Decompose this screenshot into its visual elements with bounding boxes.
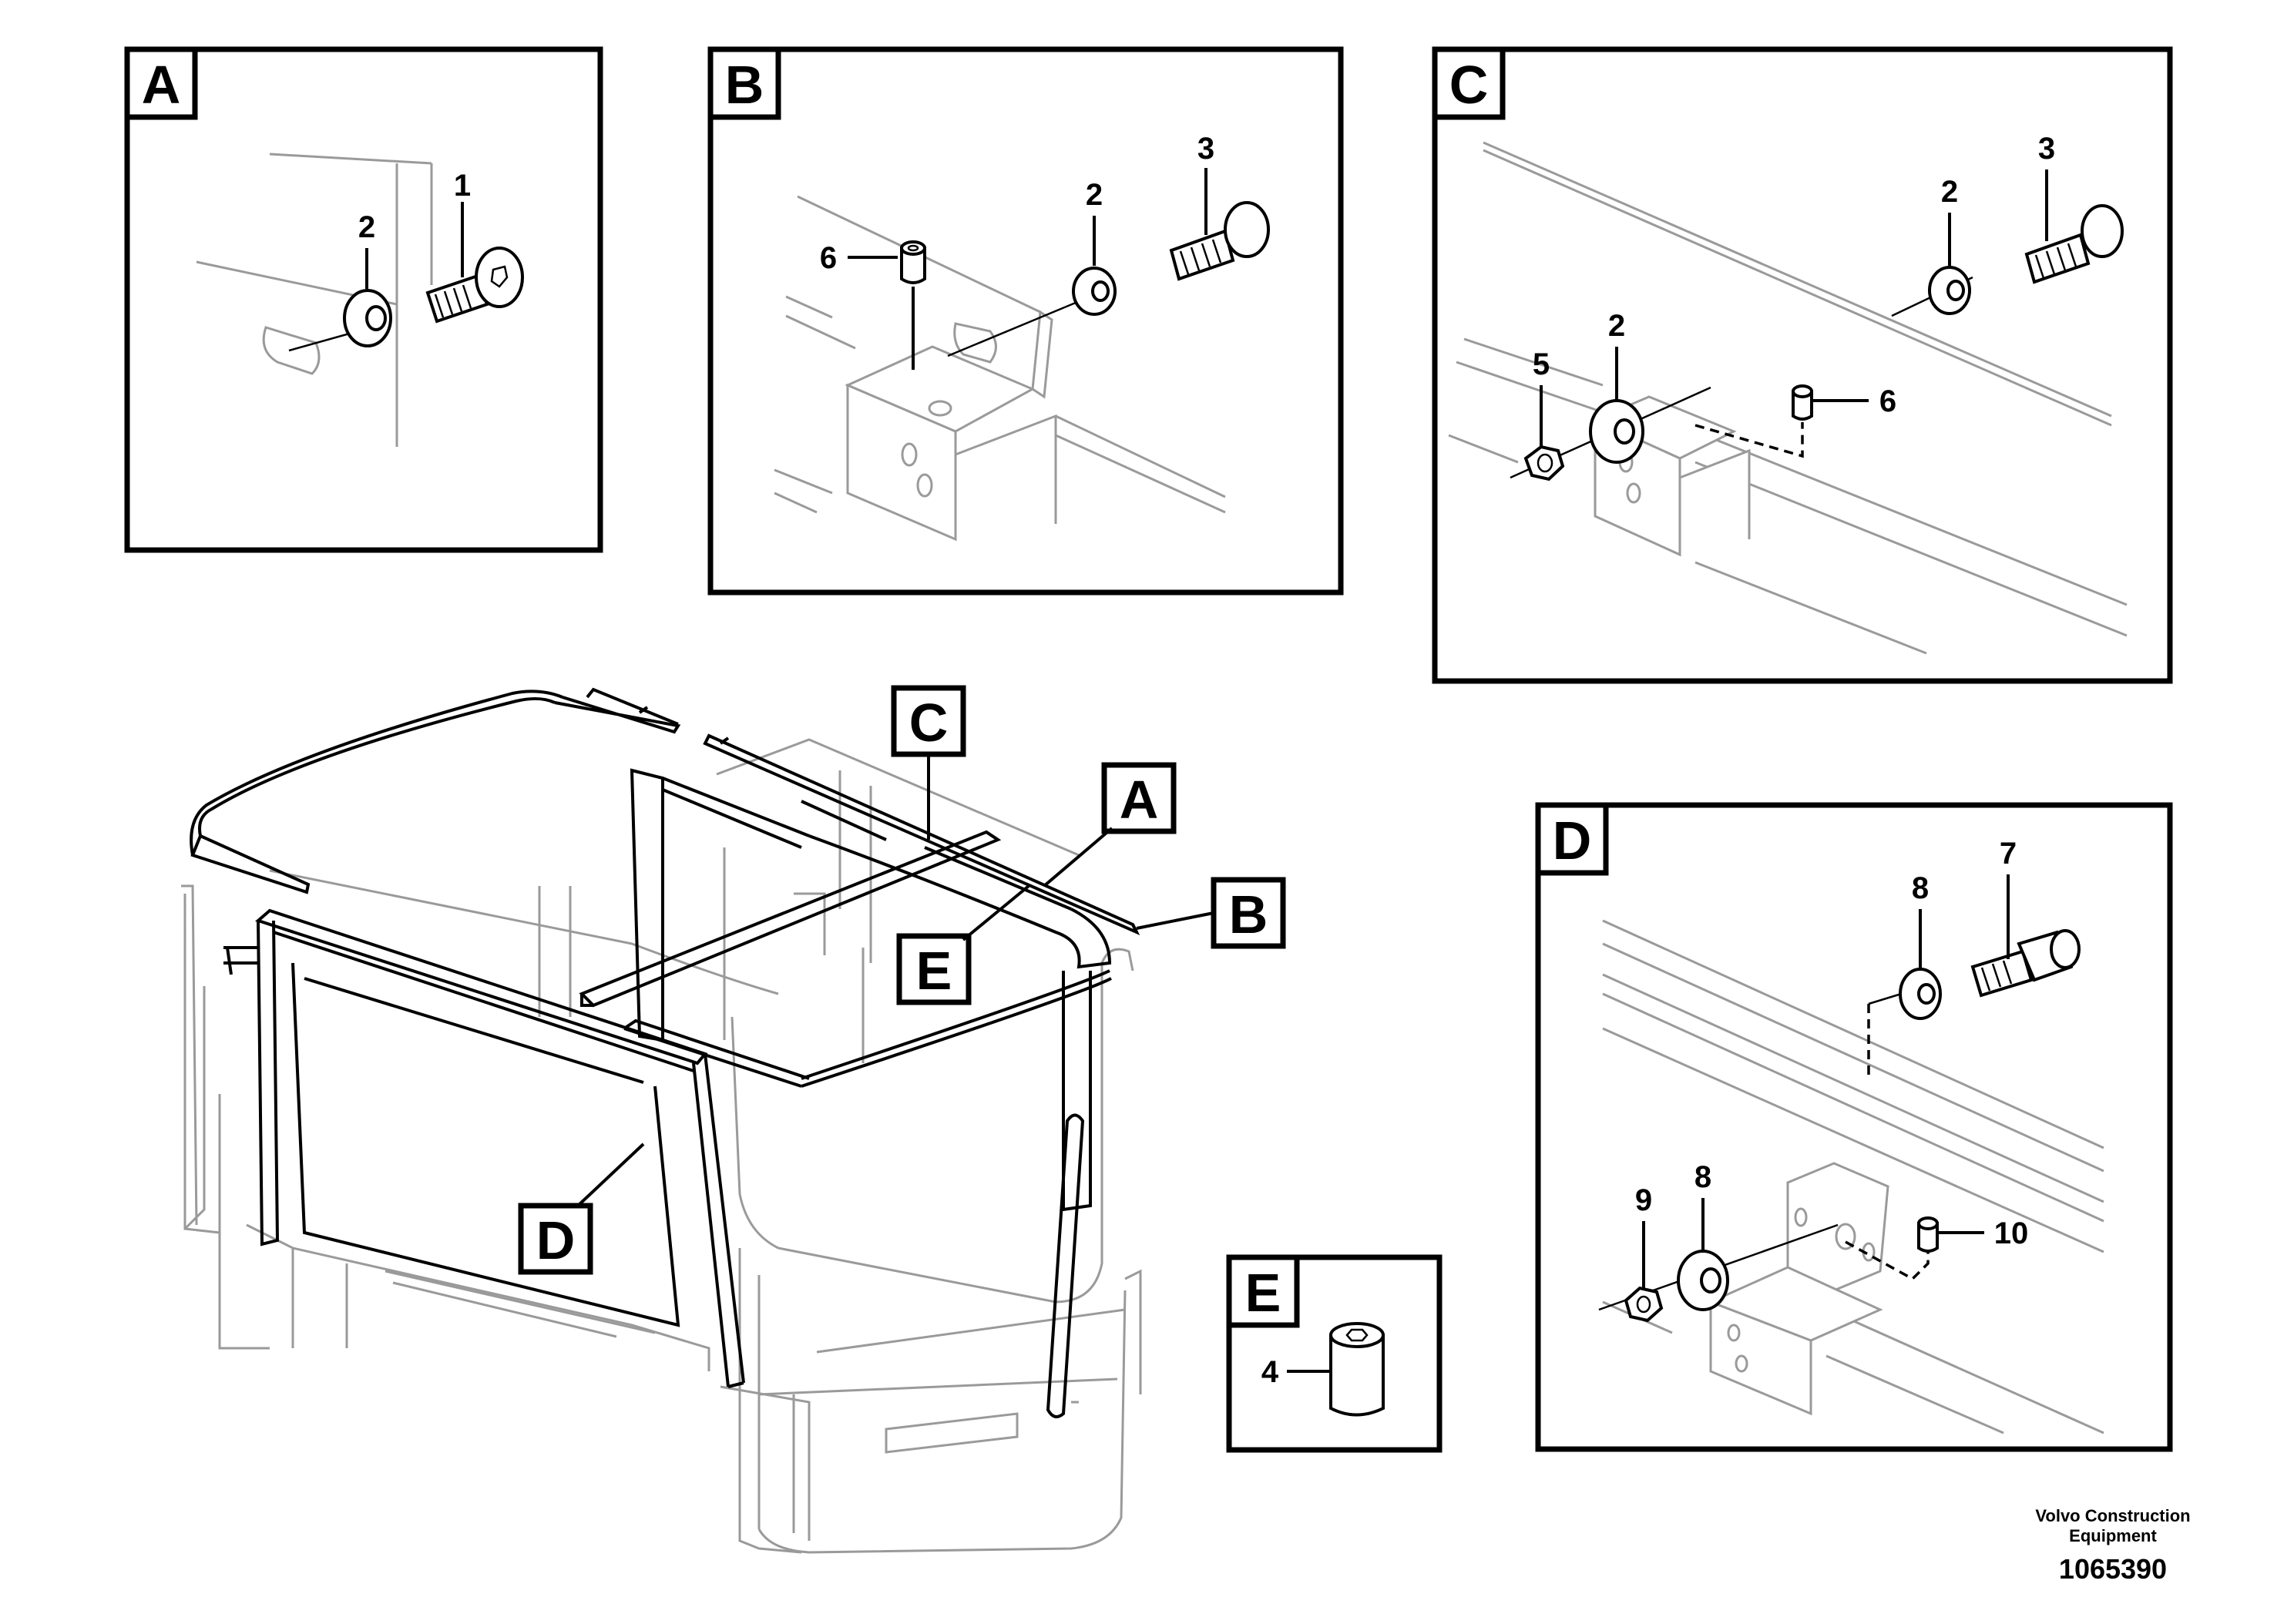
drawing-number: 1065390 <box>2058 1553 2168 1585</box>
detail-e-tag-box <box>1226 1254 1300 1328</box>
detail-view-a: A 2 1 <box>124 46 603 553</box>
washer-icon <box>343 289 392 347</box>
callout-label: 8 <box>1912 871 1929 905</box>
main-tag-e: E <box>916 941 952 1001</box>
detail-c-frame <box>1432 46 2173 684</box>
callout-tag-d: D <box>518 1143 645 1275</box>
callout-label: 7 <box>2000 837 2017 871</box>
company-name-line2: Equipment <box>2069 1526 2157 1545</box>
callout-tag-a: A <box>1043 762 1177 887</box>
detail-c-dashed-path <box>1694 422 1804 458</box>
callout-label: 3 <box>2038 132 2055 166</box>
detail-b-frame <box>707 46 1344 596</box>
cab-assembly-view: C A B E D <box>181 685 1286 1554</box>
cab-seal-strips <box>190 687 1140 1418</box>
washer-icon <box>1899 968 1942 1020</box>
hex-nut-icon <box>1624 1286 1664 1323</box>
washer-icon <box>1589 399 1644 464</box>
detail-view-d: D <box>1535 802 2173 1452</box>
detail-d-frame <box>1535 802 2173 1452</box>
insert-nut-icon <box>1917 1216 1939 1253</box>
callout-label: 2 <box>358 210 375 244</box>
detail-d-tag-box <box>1535 802 1609 876</box>
detail-d-tag: D <box>1553 810 1592 871</box>
insert-nut-icon <box>900 240 926 284</box>
hex-socket-screw-icon <box>2024 204 2124 284</box>
callout-label: 2 <box>1941 175 1958 209</box>
callout-label: 4 <box>1261 1355 1279 1389</box>
detail-c-tag-box <box>1432 46 1506 120</box>
detail-b-axis <box>947 295 1091 357</box>
washer-icon <box>1072 267 1117 316</box>
callout-tag-b: B <box>1136 877 1286 949</box>
callout-label: 9 <box>1635 1183 1652 1217</box>
detail-e-tag: E <box>1245 1263 1281 1323</box>
callout-tag-c: C <box>891 685 966 840</box>
main-tag-a: A <box>1120 770 1159 830</box>
callout-label: 10 <box>1994 1216 2029 1250</box>
insert-nut-icon <box>1329 1322 1385 1417</box>
detail-b-tag: B <box>725 55 764 115</box>
hex-socket-screw-icon <box>1169 201 1270 281</box>
main-tag-c: C <box>909 693 949 753</box>
callout-label: 6 <box>1879 384 1896 418</box>
detail-b-bracket <box>774 195 1226 542</box>
detail-d-dashed-path <box>1845 1240 1930 1281</box>
callout-label: 2 <box>1608 309 1625 343</box>
callout-label: 3 <box>1197 132 1214 166</box>
torx-screw-icon <box>425 247 524 324</box>
detail-view-c: C 2 <box>1432 46 2173 684</box>
detail-c-tag: C <box>1449 55 1489 115</box>
callout-label: 6 <box>820 241 837 275</box>
callout-label: 2 <box>1086 178 1103 212</box>
detail-d-rail <box>1602 919 2104 1434</box>
cap-screw-icon <box>1970 929 2081 998</box>
washer-icon <box>1677 1250 1729 1311</box>
company-name-line1: Volvo Construction <box>2035 1506 2191 1525</box>
callout-label: 5 <box>1533 347 1550 381</box>
insert-nut-icon <box>1792 384 1813 421</box>
detail-b-tag-box <box>707 46 781 120</box>
detail-a-tag: A <box>142 55 181 115</box>
detail-view-b: B 6 <box>707 46 1344 596</box>
washer-icon <box>1928 266 1971 315</box>
detail-a-panel <box>196 153 433 447</box>
detail-a-tag-box <box>124 46 198 120</box>
main-tag-d: D <box>536 1210 576 1270</box>
callout-label: 8 <box>1694 1160 1711 1194</box>
main-tag-b: B <box>1229 884 1268 945</box>
callout-label: 1 <box>454 169 471 203</box>
detail-view-e: E 4 <box>1226 1254 1443 1453</box>
callout-tag-e: E <box>896 884 1030 1005</box>
title-block: Volvo Construction Equipment 1065390 <box>1986 1506 2240 1588</box>
